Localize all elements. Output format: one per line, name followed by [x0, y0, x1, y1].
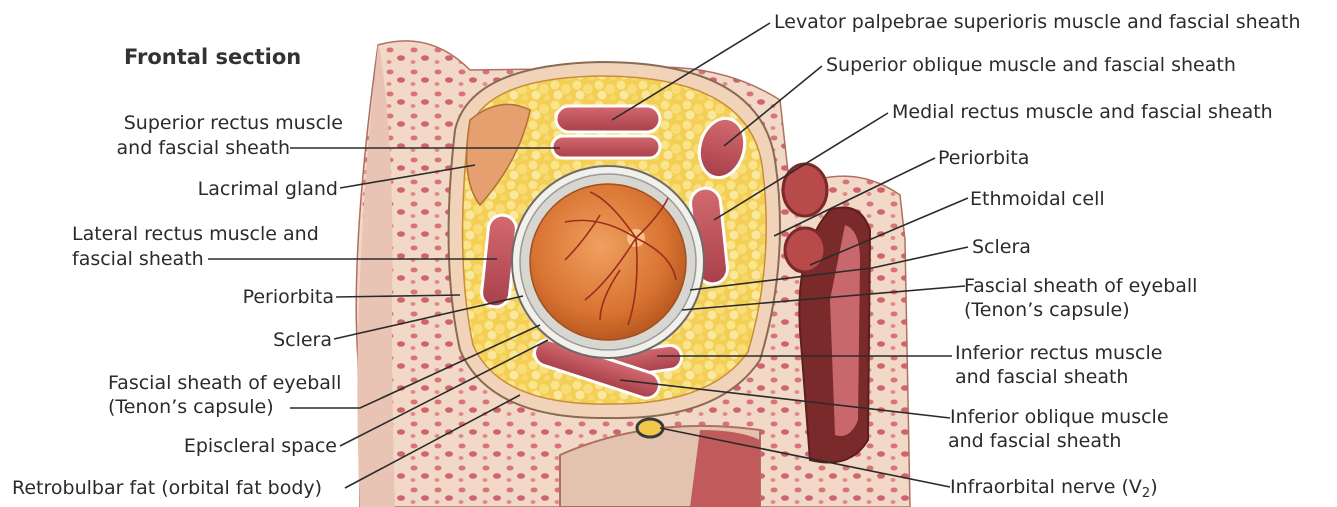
label-inferior-oblique-line2: and fascial sheath	[948, 429, 1121, 453]
label-tenon-left-line2: (Tenon’s capsule)	[108, 395, 274, 419]
label-retrobulbar-fat: Retrobulbar fat (orbital fat body)	[12, 476, 322, 500]
label-ethmoidal-cell: Ethmoidal cell	[970, 187, 1105, 211]
label-inferior-oblique-line1: Inferior oblique muscle	[950, 405, 1169, 429]
label-levator: Levator palpebrae superioris muscle and …	[774, 10, 1301, 34]
label-inferior-rectus-line1: Inferior rectus muscle	[955, 341, 1162, 365]
label-superior-rectus-line1: Superior rectus muscle	[124, 111, 343, 135]
label-lateral-rectus-line1: Lateral rectus muscle and	[72, 222, 319, 246]
label-tenon-left-line1: Fascial sheath of eyeball	[108, 371, 341, 395]
label-inferior-rectus-line2: and fascial sheath	[955, 365, 1128, 389]
label-episcleral-space: Episcleral space	[184, 434, 337, 458]
superior-rectus-muscle	[552, 136, 660, 158]
label-superior-oblique: Superior oblique muscle and fascial shea…	[826, 53, 1236, 77]
label-superior-rectus-line2: and fascial sheath	[117, 136, 290, 160]
label-lateral-rectus-line2: fascial sheath	[72, 247, 204, 271]
label-tenon-right-line1: Fascial sheath of eyeball	[964, 274, 1197, 298]
label-periorbita-left: Periorbita	[243, 285, 334, 309]
label-medial-rectus: Medial rectus muscle and fascial sheath	[892, 100, 1273, 124]
label-infraorbital-nerve-text: Infraorbital nerve (V	[950, 476, 1142, 498]
label-infraorbital-nerve-subscript: 2	[1142, 486, 1150, 501]
label-periorbita-right: Periorbita	[938, 146, 1029, 170]
eyeball	[512, 166, 704, 358]
levator-muscle	[556, 106, 660, 132]
infraorbital-nerve	[637, 419, 663, 437]
label-infraorbital-nerve: Infraorbital nerve (V2)	[950, 475, 1158, 506]
label-sclera-right: Sclera	[972, 235, 1031, 259]
label-sclera-left: Sclera	[273, 328, 332, 352]
label-lacrimal-gland: Lacrimal gland	[198, 177, 338, 201]
label-tenon-right-line2: (Tenon’s capsule)	[964, 298, 1130, 322]
label-infraorbital-nerve-close: )	[1150, 476, 1157, 498]
figure-title: Frontal section	[124, 45, 301, 69]
